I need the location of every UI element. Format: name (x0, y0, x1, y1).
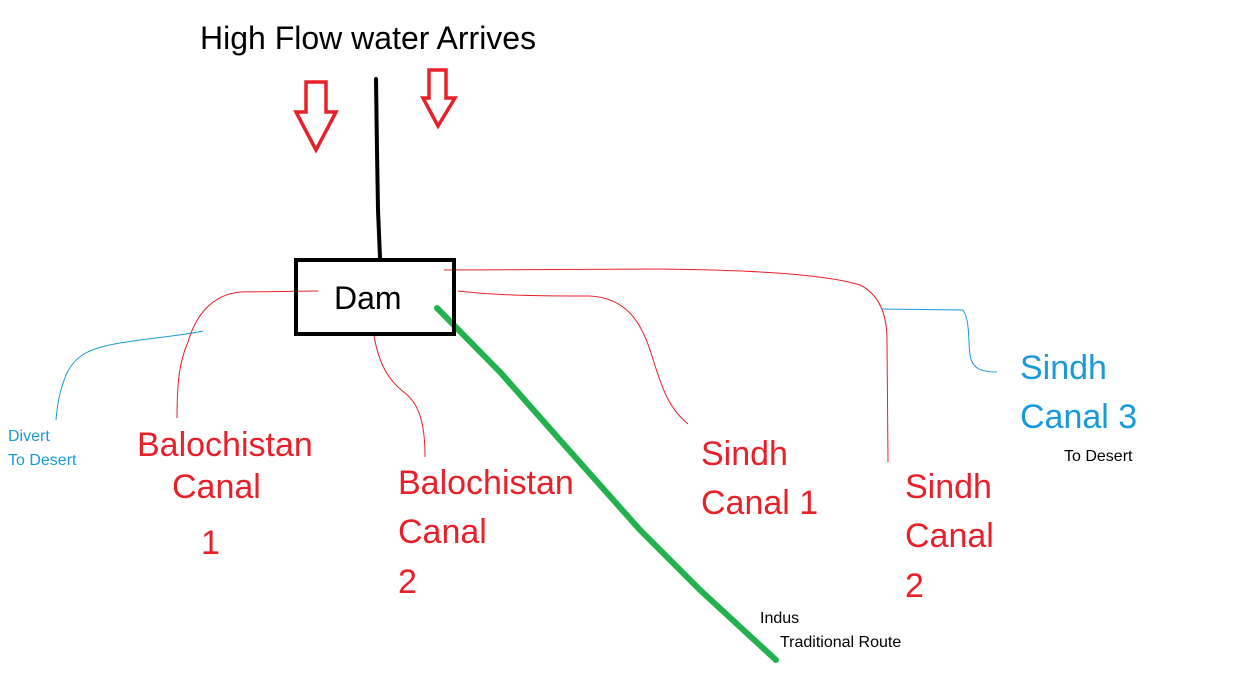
sindh-canal-3-note: To Desert (1064, 448, 1133, 465)
sindh-canal-1-line2: Canal 1 (701, 484, 819, 522)
indus-label-line1: Indus (760, 610, 800, 627)
indus-label-line2: Traditional Route (780, 634, 902, 651)
dam-label: Dam (334, 280, 402, 316)
indus-route-line (434, 305, 779, 663)
balochistan-canal-2-line2: Canal (398, 513, 487, 551)
balochistan-canal-2-line3: 2 (398, 563, 417, 601)
balochistan-canal-1-line (176, 290, 319, 419)
sindh-canal-1-line (457, 290, 689, 425)
balochistan-canal-2-line (373, 335, 426, 458)
sindh-canal-3-line2: Canal 3 (1020, 398, 1138, 436)
divert-label-line2: To Desert (8, 452, 77, 469)
sindh-canal-2-line2: Canal (905, 517, 994, 555)
diagram-title: High Flow water Arrives (200, 20, 537, 56)
sindh-canal-2-line3: 2 (905, 567, 924, 605)
sindh-canal-3-line1: Sindh (1020, 349, 1107, 387)
inflow-river-line (374, 77, 382, 260)
sindh-canal-3-line (881, 308, 998, 373)
balochistan-canal-1-line2: Canal (172, 468, 261, 506)
balochistan-canal-2-line1: Balochistan (398, 464, 574, 502)
sindh-canal-1-line1: Sindh (701, 435, 788, 473)
balochistan-canal-1-line3: 1 (201, 524, 220, 562)
balochistan-canal-1-line1: Balochistan (137, 426, 313, 464)
sindh-canal-2-line1: Sindh (905, 468, 992, 506)
sindh-canal-2-line (443, 268, 889, 463)
divert-canal-line (55, 330, 204, 421)
dam-box (294, 258, 456, 336)
down-arrow-icon (293, 80, 339, 154)
down-arrow-icon (420, 68, 459, 130)
divert-label-line1: Divert (8, 428, 50, 445)
